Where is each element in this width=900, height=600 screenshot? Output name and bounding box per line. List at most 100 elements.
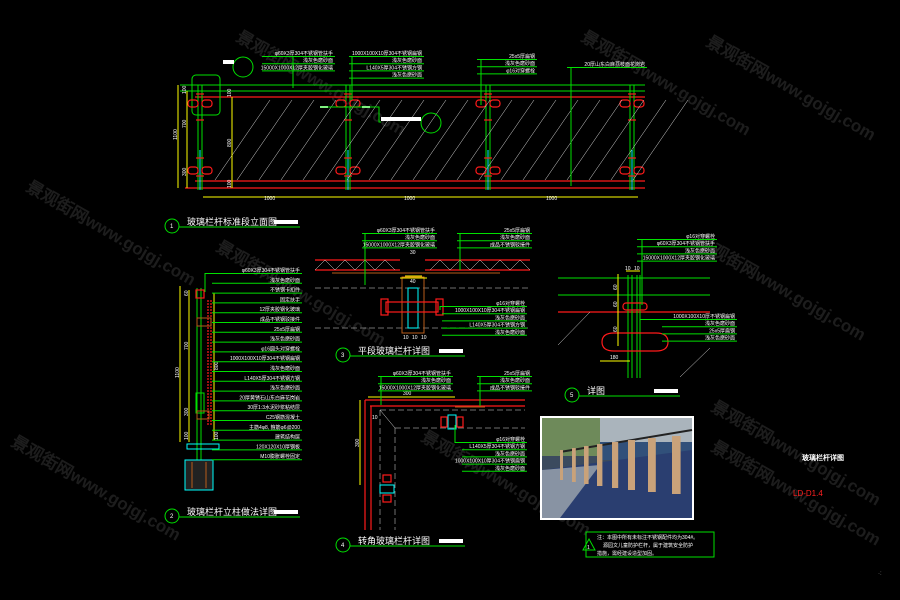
callout-label: 15000X1000X12厚夹胶钢化玻璃 <box>379 384 451 391</box>
callout-label: 浅灰色磨砂面 <box>392 72 422 79</box>
watermark: 景观街网www.gojgj.com <box>8 431 184 544</box>
callout-label: L140X5厚304不锈钢方钢 <box>366 64 422 71</box>
callout-label: 不锈钢卡扣件 <box>270 287 300 294</box>
photo-post <box>672 436 681 494</box>
glass-hatch-line <box>544 99 601 181</box>
dim: 10 <box>625 266 631 272</box>
callout-label: 15000X1000X12厚夹胶钢化玻璃 <box>363 241 435 248</box>
drawing-number: 5 <box>570 393 574 399</box>
callout-label: 浅灰色磨砂面 <box>500 377 530 384</box>
dim-span: 1000 <box>404 196 415 202</box>
photo-post <box>648 438 656 492</box>
callout-label: 12厚夹胶钢化玻璃 <box>259 306 300 313</box>
callout-label: φ16圆头对穿螺栓 <box>261 345 300 352</box>
baluster-post <box>619 85 645 190</box>
dim: 1100 <box>175 367 181 378</box>
callout-label: 浅灰色磨砂面 <box>685 247 715 254</box>
dim: 10 <box>421 335 427 341</box>
callout-label: φ60X3厚304不锈钢管扶手 <box>657 240 715 247</box>
photo-post <box>612 442 619 488</box>
callout-label: φ16对穿螺栓 <box>686 233 715 240</box>
drawing-number: 4 <box>341 543 345 549</box>
note-symbol: 1 <box>587 545 590 551</box>
callout-label: 25x5厚扁钢 <box>709 327 735 334</box>
callout-label: 浅灰色磨砂面 <box>270 277 300 284</box>
dim: 60 <box>184 290 190 296</box>
dim: 100 <box>184 431 190 440</box>
dim-span: 1000 <box>264 196 275 202</box>
dim: 60 <box>613 284 619 290</box>
glass-hatch-line <box>478 99 535 181</box>
callout-label: 浅灰色磨砂面 <box>270 365 300 372</box>
callout-label: 浅灰色磨砂面 <box>405 234 435 241</box>
callout-label: 20厚山东白麻荔枝面花岗岩 <box>584 61 645 68</box>
callout-label: 1000X100X10厚304不锈钢扁钢 <box>230 355 300 362</box>
callout-label: 浅灰色磨砂面 <box>392 57 422 64</box>
callout-label: φ60X3厚304不锈钢管扶手 <box>377 227 435 234</box>
dim-height: 100 <box>227 88 233 97</box>
callout-label: 浅灰色磨砂面 <box>495 465 525 472</box>
callout-label: φ60X3厚304不锈钢管扶手 <box>393 370 451 377</box>
dim: 30 <box>410 250 416 256</box>
drawing-number: 3 <box>341 353 345 359</box>
sheet-name: 玻璃栏杆详图 <box>802 453 844 462</box>
glass-hatch-line <box>522 99 579 181</box>
callout-label: 25x5厚扁钢 <box>509 53 535 60</box>
callout-label: φ60X3厚304不锈钢管扶手 <box>275 50 333 57</box>
glass-hatch-line <box>236 99 293 181</box>
photo-post <box>628 440 635 490</box>
callout-label: 浅灰色磨砂面 <box>270 336 300 343</box>
dim: 300 <box>355 438 361 447</box>
callout-label: φ16对穿螺栓 <box>496 436 525 443</box>
callout-label: 浅灰色磨砂面 <box>495 450 525 457</box>
baluster-post <box>475 85 501 190</box>
callout-post-detail-labels: φ60X3厚304不锈钢管扶手浅灰色磨砂面不锈钢卡扣件固定扶手12厚夹胶钢化玻璃… <box>204 267 302 461</box>
dim: 10 <box>412 335 418 341</box>
glass-hatch-line <box>302 99 359 181</box>
callout-label: 浅灰色磨砂面 <box>705 335 735 342</box>
callout-label: 成品不锈钢驳接件 <box>490 384 530 391</box>
note-line: 注：本图中所有未标注不锈钢配件均为304#。 <box>597 534 698 541</box>
dim-height: 700 <box>182 119 188 128</box>
corner-detail-drawing: 300 10 300 <box>355 391 525 530</box>
callout-label: C25钢筋混凝土 <box>266 414 300 421</box>
reference-photo <box>540 416 694 520</box>
post-detail-drawing: 1100 60 700 800 300 100 100 <box>175 286 220 491</box>
callout-label: 浅灰色磨砂面 <box>495 329 525 336</box>
drawing-title: 玻璃栏杆标准段立面图 <box>187 216 277 227</box>
callout-label: 25x5厚扁钢 <box>504 370 530 377</box>
callout-label: 浅灰色磨砂面 <box>705 320 735 327</box>
glass-hatch-line <box>214 99 271 181</box>
glass-hatch-line <box>456 99 513 181</box>
callout-label: 建筑结构层 <box>275 434 300 441</box>
dim: 800 <box>214 361 220 370</box>
baluster-post <box>335 85 361 190</box>
callout-label: 120X120X10厚钢板 <box>256 443 300 450</box>
callout-label: L140X5厚304不锈钢方钢 <box>469 443 525 450</box>
callout-flat-detail-labels-b: φ16对穿螺栓1000X100X10厚304不锈钢扁钢浅灰色磨砂面L140X5厚… <box>439 300 527 336</box>
glass-hatch-line <box>610 99 667 181</box>
callout-label: L140X5厚304不锈钢方钢 <box>244 375 300 382</box>
general-note: 1 注：本图中所有未标注不锈钢配件均为304#。 源园文儿童防护栏杆，属于建筑安… <box>582 531 715 558</box>
dim-height: 300 <box>182 167 188 176</box>
glass-hatch-line <box>390 99 447 181</box>
callout-label: 1000X100X10厚304不锈钢扁钢 <box>455 307 525 314</box>
callout-label: 固定扶手 <box>280 296 300 303</box>
photo-post <box>572 448 576 482</box>
callout-label: 浅灰色磨砂面 <box>495 314 525 321</box>
photo-post <box>584 446 589 484</box>
dim: 10 <box>403 335 409 341</box>
dim-height: 800 <box>227 138 233 147</box>
dim-span: 1000 <box>546 196 557 202</box>
callout-corner-detail-labels-l: φ60X3厚304不锈钢管扶手浅灰色磨砂面15000X1000X12厚夹胶钢化玻… <box>378 370 453 405</box>
callout-label: 浅灰色磨砂面 <box>270 385 300 392</box>
callout-corner-detail-labels-b: φ16对穿螺栓L140X5厚304不锈钢方钢浅灰色磨砂面1000X100X10厚… <box>454 425 527 472</box>
callout-label: 15000X1000X12厚夹胶钢化玻璃 <box>261 64 333 71</box>
